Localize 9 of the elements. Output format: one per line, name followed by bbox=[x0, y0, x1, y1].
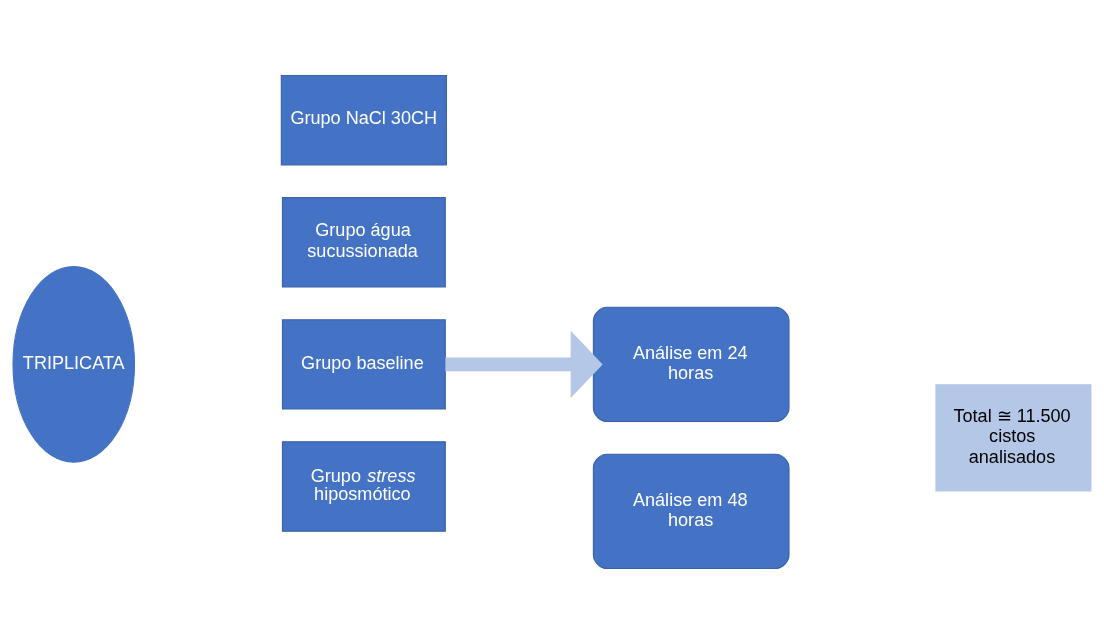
node-box: Análise em 24 horas bbox=[592, 306, 790, 423]
node-ellipse: TRIPLICATA bbox=[12, 266, 136, 463]
node-box: Grupo baseline bbox=[281, 319, 446, 410]
node-box: Total ≅ 11.500 cistos analisados bbox=[935, 384, 1092, 492]
arrow bbox=[445, 330, 603, 398]
node-box: Grupo stress hiposmótico bbox=[281, 441, 446, 532]
node-box: Grupo NaCl 30CH bbox=[280, 74, 447, 166]
node-box: Análise em 48 horas bbox=[592, 453, 790, 570]
node-box: Grupo água sucussionada bbox=[281, 197, 446, 288]
